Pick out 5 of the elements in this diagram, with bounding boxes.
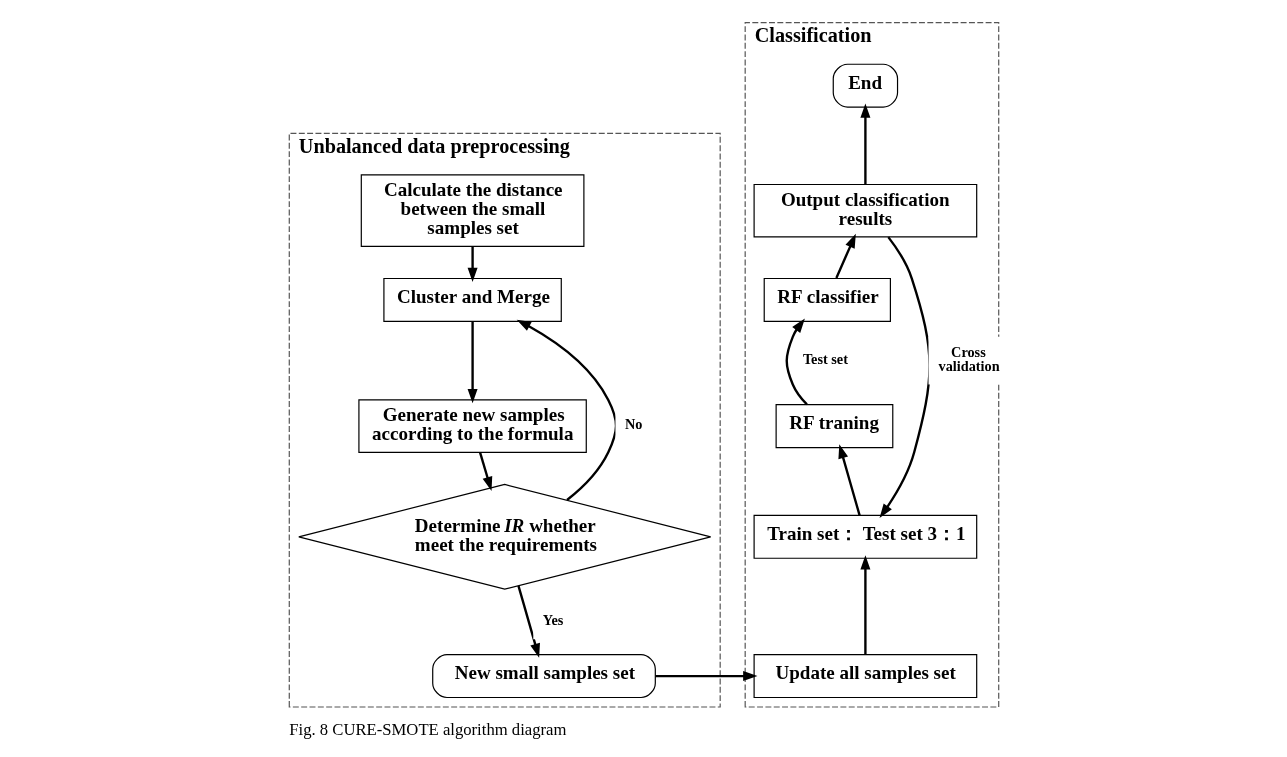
caption: Fig. 8 CURE-SMOTE algorithm diagram bbox=[288, 719, 566, 739]
edge-label: Test set bbox=[802, 350, 848, 367]
edge-label: Cross validation bbox=[938, 343, 1000, 374]
edge-label: Yes bbox=[542, 612, 563, 629]
edge-label: No bbox=[624, 416, 642, 433]
